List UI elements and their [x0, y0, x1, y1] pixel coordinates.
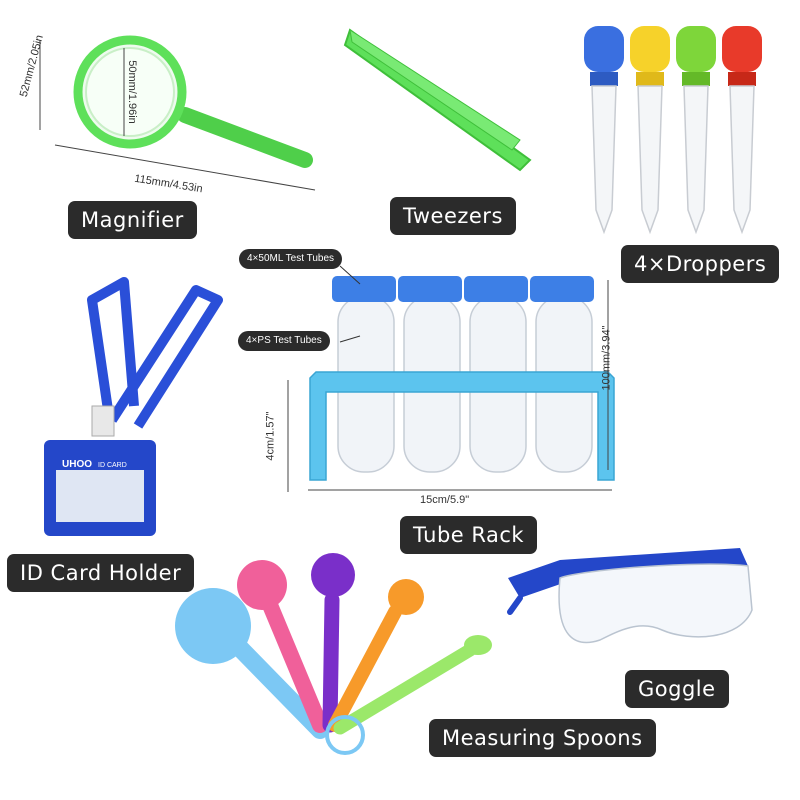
id-card-holder-image: UHOO ID CARD	[44, 277, 223, 536]
goggle-label: Goggle	[625, 670, 729, 708]
rack-width-dimension: 15cm/5.9"	[420, 494, 470, 506]
magnifier-label: Magnifier	[68, 201, 197, 239]
magnifier-image	[73, 35, 313, 168]
rack-height-dimension: 4cm/1.57"	[264, 411, 277, 461]
goggle-image	[507, 548, 753, 644]
tweezers-label: Tweezers	[390, 197, 516, 235]
id-card-brand: UHOO	[62, 459, 92, 470]
magnifier-lens-dimension: 50mm/1.96in	[125, 60, 138, 124]
measuring-spoons-label: Measuring Spoons	[429, 719, 656, 757]
tweezers-image	[343, 28, 532, 172]
tube-height-dimension: 100mm/3.94"	[600, 325, 613, 391]
test-tubes-50ml-callout: 4×50ML Test Tubes	[239, 249, 343, 269]
ps-test-tubes-callout: 4×PS Test Tubes	[238, 331, 330, 351]
id-card-holder-label: ID Card Holder	[7, 554, 195, 592]
tube-rack-image	[309, 276, 615, 481]
measuring-spoons-image	[175, 553, 492, 755]
droppers-image	[584, 26, 762, 235]
droppers-label: 4×Droppers	[621, 245, 780, 283]
tube-rack-label: Tube Rack	[400, 516, 538, 554]
id-card-title: ID CARD	[98, 462, 127, 469]
